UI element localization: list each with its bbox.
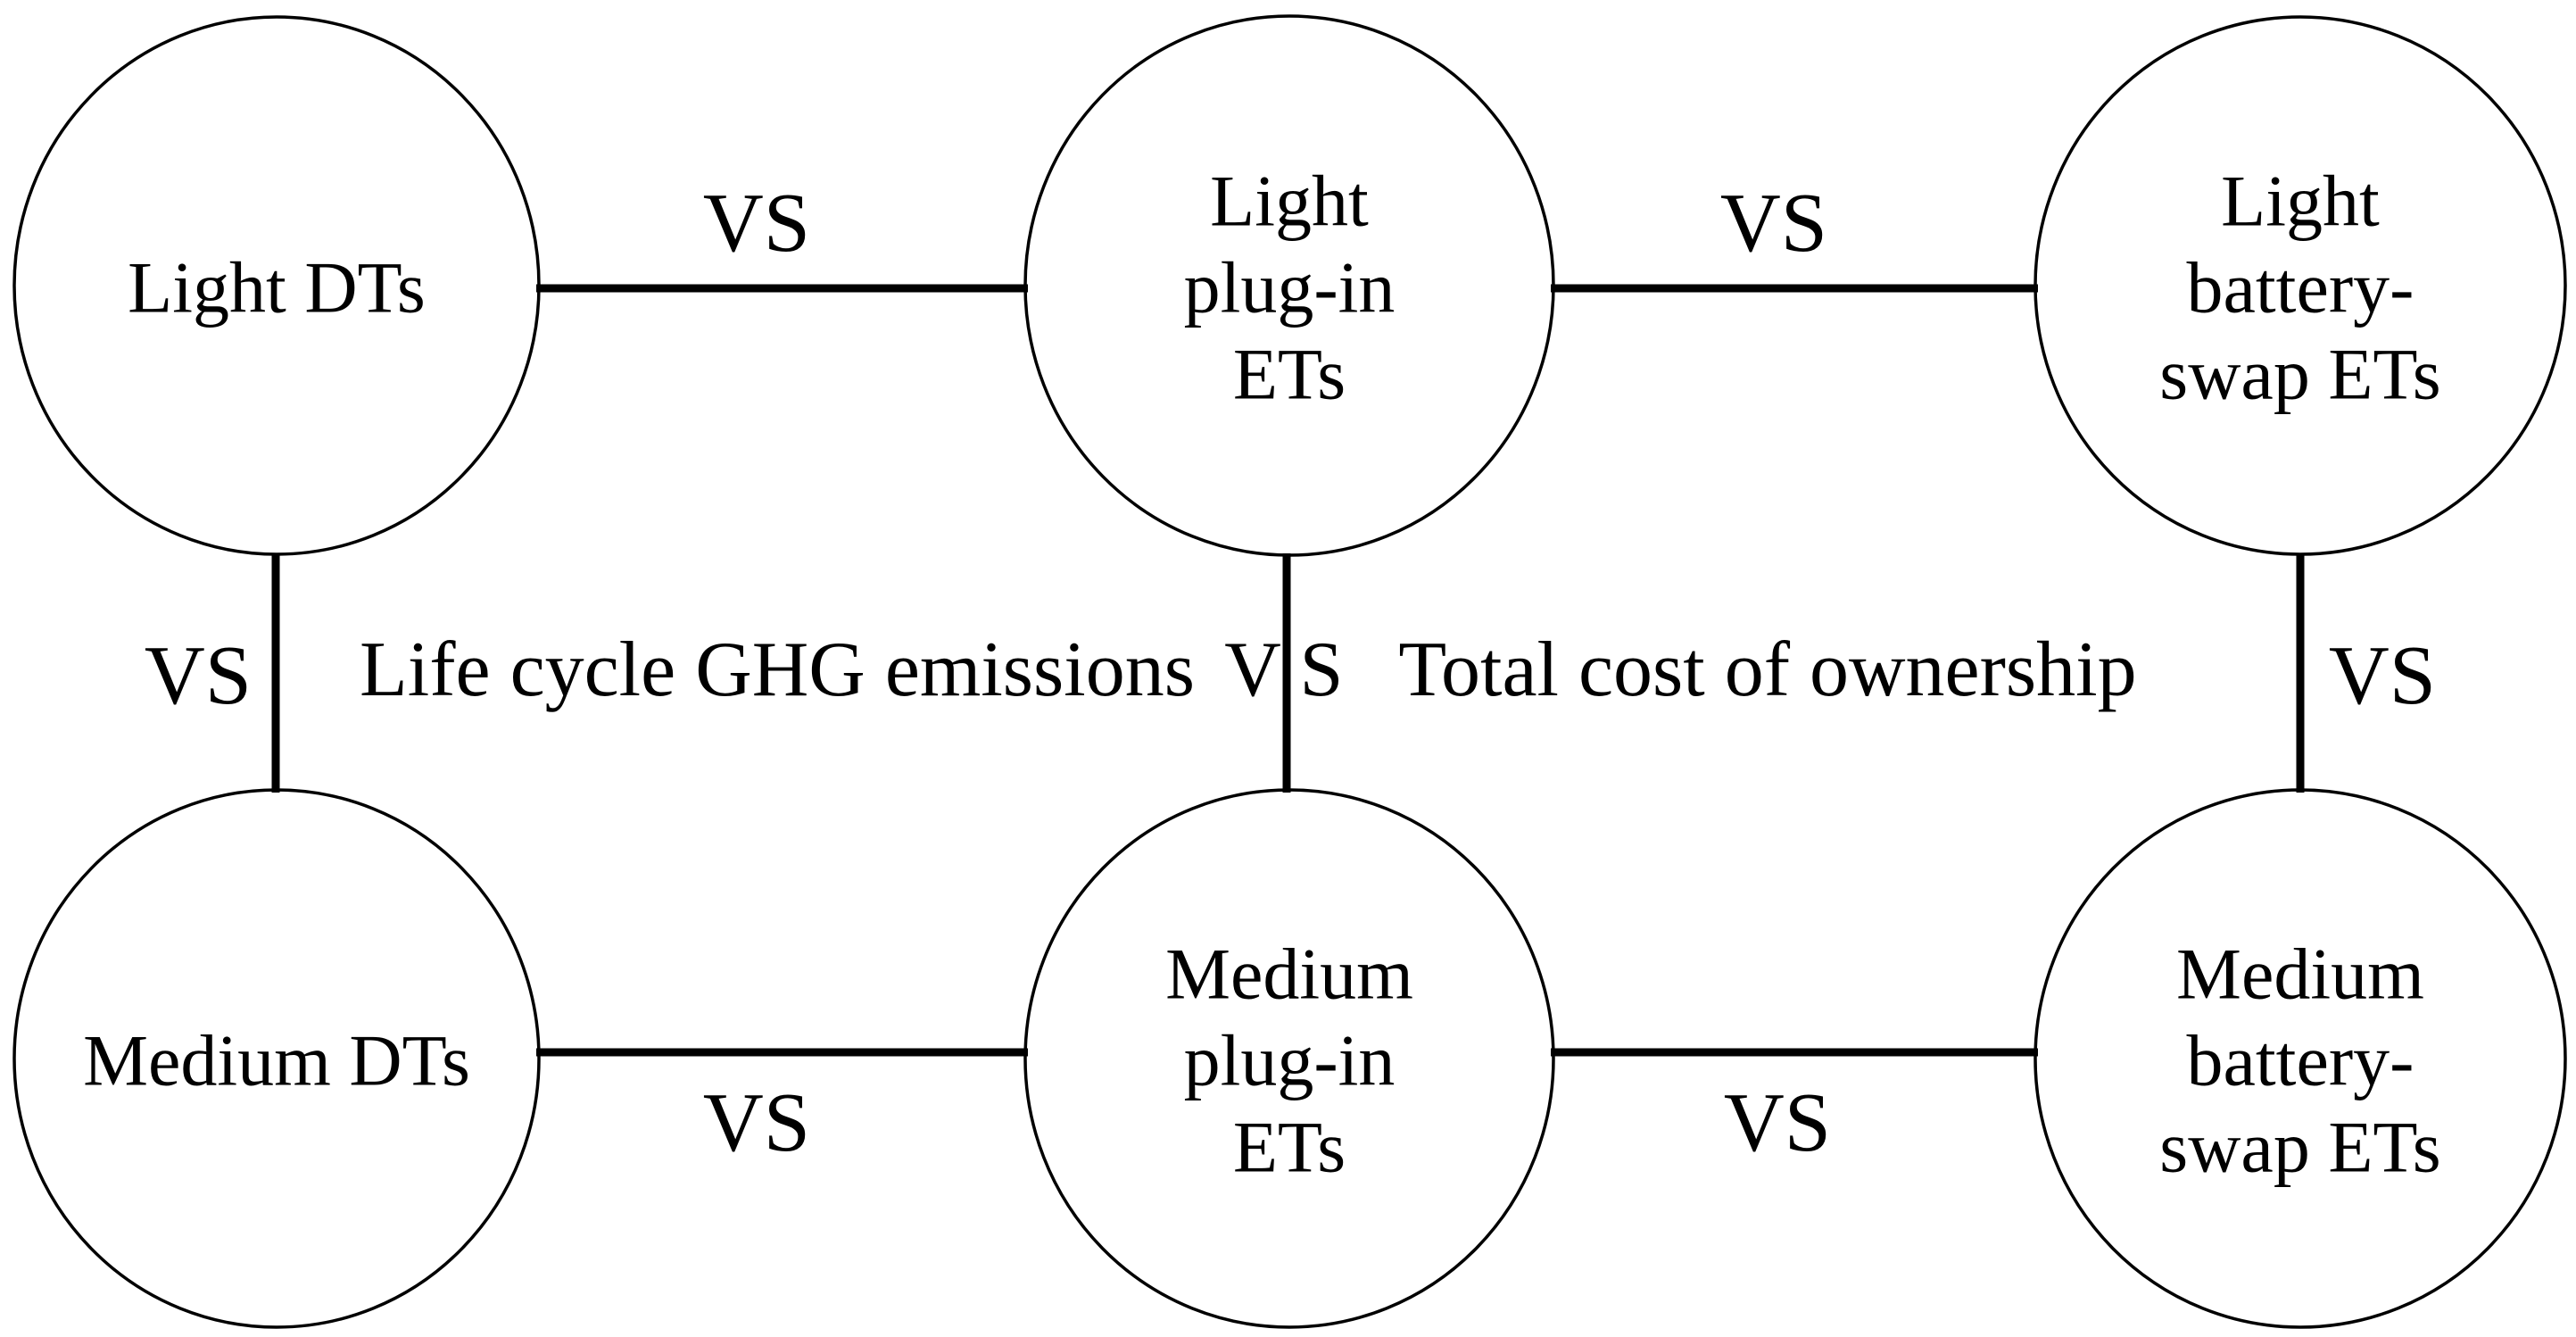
vs-label-center-v: V [1224,627,1281,713]
node-label-light-battery-swap-ets: Light battery- swap ETs [2159,158,2440,418]
node-label-line: battery- [2186,246,2414,328]
node-label-line: plug-in [1183,1019,1396,1101]
vs-label-bottom-right-edge: VS [1723,1076,1832,1169]
node-label-light-plug-in-ets: Light plug-in ETs [1184,158,1396,418]
vs-label-top-left-edge: VS [702,177,811,270]
node-label-medium-battery-swap-ets: Medium battery- swap ETs [2159,931,2440,1191]
vs-label-left-edge: VS [144,629,253,722]
node-label-line: Light [2221,160,2380,242]
node-label-medium-dts: Medium DTs [83,1017,470,1104]
criterion-label-ghg-emissions: Life cycle GHG emissions [360,627,1195,713]
node-label-line: Medium [1165,933,1413,1015]
criterion-label-total-cost-of-ownership: Total cost of ownership [1398,627,2137,713]
vs-label-right-edge: VS [2328,629,2437,722]
node-label-line: Medium [2176,933,2424,1015]
node-label-medium-plug-in-ets: Medium plug-in ETs [1165,931,1413,1191]
node-label-light-dts: Light DTs [128,245,426,331]
vs-label-top-right-edge: VS [1719,177,1828,270]
node-label-line: Light DTs [128,246,426,328]
node-label-line: plug-in [1183,246,1396,328]
node-label-line: battery- [2186,1019,2414,1101]
node-label-line: ETs [1232,1106,1346,1188]
node-label-line: Medium DTs [83,1019,470,1101]
vs-label-bottom-left-edge: VS [702,1076,811,1169]
node-label-line: ETs [1232,333,1346,415]
vs-label-center-s: S [1299,627,1344,713]
node-label-line: Light [1210,160,1369,242]
node-label-line: swap ETs [2159,1106,2441,1188]
node-label-line: swap ETs [2159,333,2441,415]
